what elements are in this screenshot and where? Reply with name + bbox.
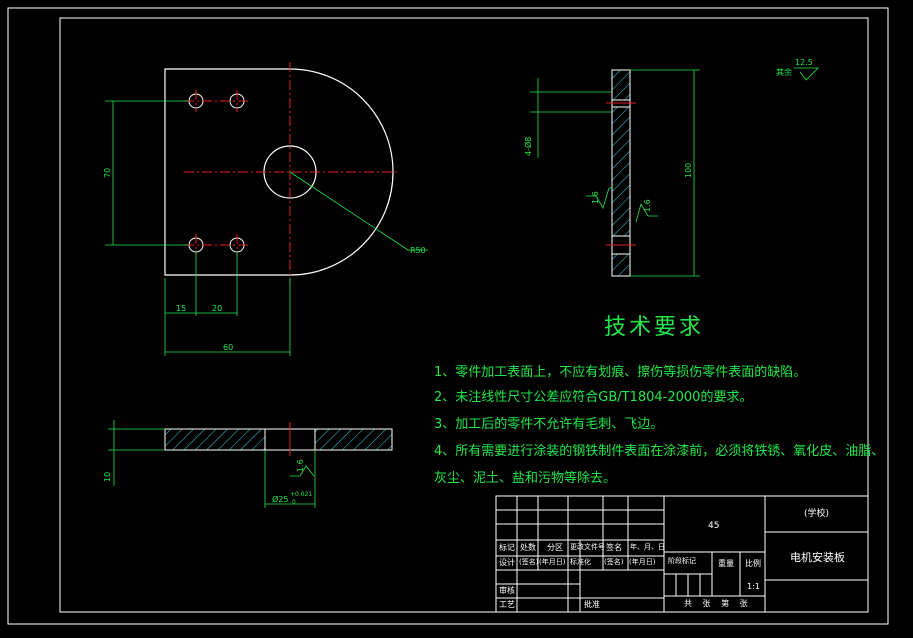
side-view [530,69,700,277]
tb-stage-mark: 阶段标记 [668,557,696,565]
tb-row-label-2: 处数 [520,543,536,552]
dim-60: 60 [223,343,233,352]
front-view [105,62,428,356]
tb-weight: 重量 [718,559,734,568]
dim-bore-tol-low: 0 [292,499,296,506]
tb-review: 审核 [499,586,515,595]
dim-70: 70 [103,168,112,178]
ra-16-b: 1.6 [643,199,652,212]
title-block-grid [495,495,869,613]
tb-material: 45 [708,521,720,531]
ra-16-c: 1.6 [296,459,305,472]
dim-20: 20 [212,304,222,313]
dim-bore-tol: +0.021 [290,491,312,498]
dim-10: 10 [103,472,112,482]
ra-16-a: 1.6 [591,191,600,204]
tb-standardize: 标准化 [570,558,591,566]
tb-sign-1: (签名) [519,558,539,566]
tech-req-item-5: 灰尘、泥土、盐和污物等除去。 [434,471,617,486]
tb-approve: 批准 [584,600,600,609]
ra-note: 其余 [776,67,792,77]
tech-req-item-2: 2、未注线性尺寸公差应符合GB/T1804-2000的要求。 [434,390,753,405]
tb-school: (学校) [804,509,830,519]
dim-r50: R50 [410,246,426,255]
plate-outline [164,68,394,276]
tech-req-item-1: 1、零件加工表面上，不应有划痕、擦伤等损伤零件表面的缺陷。 [434,365,807,380]
roughness-symbol [794,67,819,81]
dim-15: 15 [176,304,186,313]
tb-date-1: (年月日) [539,558,566,566]
tb-part-name: 电机安装板 [790,551,845,564]
tech-req-item-4: 4、所有需要进行涂装的钢铁制件表面在涂漆前，必须将铁锈、氧化皮、油脂、 [434,444,885,459]
tb-ratio: 比例 [745,559,761,568]
tb-row-label-5: 签名 [606,543,622,552]
dim-100: 100 [684,163,693,178]
tb-row-label-3: 分区 [547,543,563,552]
tech-req-item-3: 3、加工后的零件不允许有毛刺、飞边。 [434,417,664,432]
tb-sheets: 共 张 第 张 [684,599,752,608]
tb-row-label-4: 更改文件号 [570,543,605,551]
tb-row-label-6: 年、月、日 [630,543,665,551]
tb-process: 工艺 [499,600,515,609]
tb-date-2: (年月日) [629,558,656,566]
inner-frame [59,17,869,613]
dim-holes: 4-Ø8 [523,137,533,156]
tb-sign-2: (签名) [604,558,624,566]
outer-frame [7,7,889,625]
tech-req-title: 技术要求 [604,315,705,340]
tb-row-label-1: 标记 [499,543,515,552]
tb-scale: 1:1 [747,582,760,591]
section-view [108,420,393,508]
tb-design: 设计 [499,558,515,567]
ra-main: 12.5 [795,58,813,67]
dim-bore: Ø25 [272,494,288,504]
